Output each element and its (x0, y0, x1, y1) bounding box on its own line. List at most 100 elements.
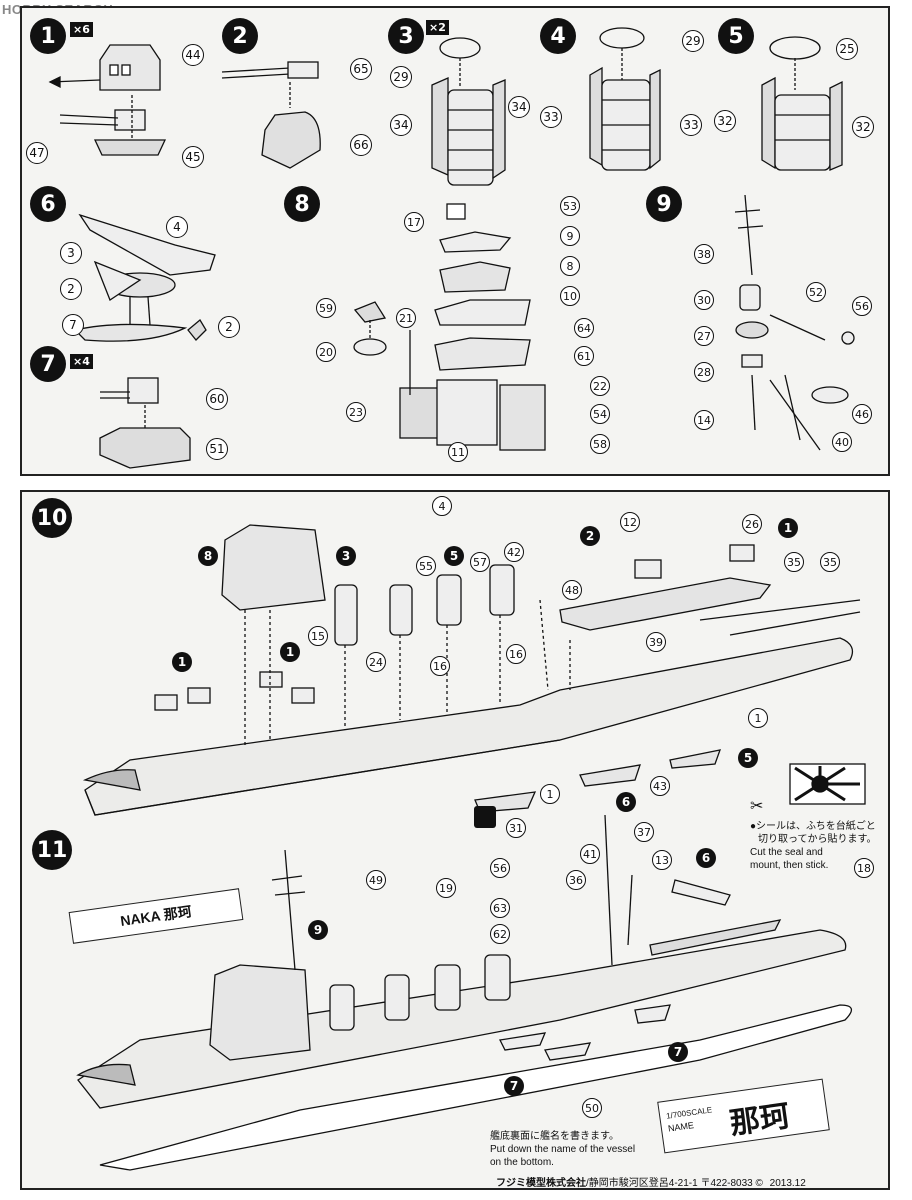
part-callout: 23 (346, 402, 366, 422)
step-3-badge: 3 (388, 18, 424, 54)
part-callout: 34 (390, 114, 412, 136)
step-1-badge: 1 (30, 18, 66, 54)
part-callout: 58 (590, 434, 610, 454)
part-callout: 53 (560, 196, 580, 216)
part-callout: 48 (562, 580, 582, 600)
seal-note-en-1: Cut the seal and (750, 847, 823, 858)
part-callout: 30 (694, 290, 714, 310)
step-4-badge: 4 (540, 18, 576, 54)
part-callout: 65 (350, 58, 372, 80)
part-callout: 32 (714, 110, 736, 132)
part-callout: 19 (436, 878, 456, 898)
bottom-note-ja: 艦底裏面に艦名を書きます。 (490, 1131, 619, 1142)
part-callout: 3 (60, 242, 82, 264)
part-callout: 20 (316, 342, 336, 362)
part-callout: 1 (540, 784, 560, 804)
step-ref-badge: 1 (280, 642, 300, 662)
part-callout: 38 (694, 244, 714, 264)
part-callout: 63 (490, 898, 510, 918)
part-callout: 29 (390, 66, 412, 88)
step-ref-badge: 5 (444, 546, 464, 566)
part-callout: 2 (218, 316, 240, 338)
footer-date: 2013.12 (769, 1178, 806, 1189)
part-callout: 55 (416, 556, 436, 576)
part-callout: 60 (206, 388, 228, 410)
name-plate-scale: 1/700SCALE (665, 1105, 713, 1121)
footer-address: /静岡市駿河区登呂4-21-1 〒422-8033 © (586, 1178, 763, 1189)
step-ref-badge: 8 (198, 546, 218, 566)
part-callout: 46 (852, 404, 872, 424)
hull-step10 (84, 637, 854, 816)
part-callout: 50 (582, 1098, 602, 1118)
gun-mount-drawing (221, 61, 321, 169)
scissors-icon: ✂ (750, 798, 764, 815)
step-2-badge: 2 (222, 18, 258, 54)
step-6-badge: 6 (30, 186, 66, 222)
turret-drawing (48, 44, 167, 156)
part-callout: 27 (694, 326, 714, 346)
seal-note-ja-2: 切り取ってから貼ります。 (758, 834, 877, 845)
part-callout: 9 (560, 226, 580, 246)
step-5-badge: 5 (718, 18, 754, 54)
part-callout: 59 (316, 298, 336, 318)
seal-note-ja-1: ●シールは、ふちを台紙ごと (750, 821, 876, 832)
funnel-5-drawing (761, 36, 843, 171)
bottom-note-en-1: Put down the name of the vessel (490, 1144, 636, 1155)
step-ref-badge: 2 (580, 526, 600, 546)
part-callout: 49 (366, 870, 386, 890)
part-callout: 13 (652, 850, 672, 870)
seal-icon (474, 806, 496, 828)
part-callout: 2 (60, 278, 82, 300)
step-11-badge: 11 (32, 830, 72, 870)
step-1-multiplier: ×6 (70, 22, 93, 37)
part-callout: 18 (854, 858, 874, 878)
footer: フジミ模型株式会社/静岡市駿河区登呂4-21-1 〒422-8033 © 201… (496, 1174, 806, 1189)
step-ref-badge: 1 (172, 652, 192, 672)
hull-step11 (77, 929, 847, 1109)
part-callout: 35 (820, 552, 840, 572)
part-callout: 17 (404, 212, 424, 232)
funnel-4-drawing (589, 27, 661, 171)
part-callout: 52 (806, 282, 826, 302)
part-callout: 12 (620, 512, 640, 532)
part-callout: 33 (680, 114, 702, 136)
part-callout: 14 (694, 410, 714, 430)
bridge-assembly-drawing (353, 203, 546, 451)
floatplane-drawing (73, 213, 216, 342)
part-callout: 7 (62, 314, 84, 336)
part-callout: 34 (508, 96, 530, 118)
part-callout: 25 (836, 38, 858, 60)
part-callout: 43 (650, 776, 670, 796)
part-callout: 36 (566, 870, 586, 890)
step-9-badge: 9 (646, 186, 682, 222)
footer-company: フジミ模型株式会社 (496, 1178, 586, 1189)
part-callout: 54 (590, 404, 610, 424)
step-ref-badge: 7 (668, 1042, 688, 1062)
part-callout: 62 (490, 924, 510, 944)
part-callout: 32 (852, 116, 874, 138)
part-callout: 11 (448, 442, 468, 462)
part-callout: 26 (742, 514, 762, 534)
part-callout: 15 (308, 626, 328, 646)
step-ref-badge: 6 (616, 792, 636, 812)
bottom-name-note: 艦底裏面に艦名を書きます。 Put down the name of the v… (490, 1130, 670, 1169)
part-callout: 56 (852, 296, 872, 316)
name-plate-name: 那珂 (727, 1098, 792, 1142)
part-callout: 1 (748, 708, 768, 728)
step-7-badge: 7 (30, 346, 66, 382)
aa-gun-drawing (99, 377, 191, 469)
step-10-badge: 10 (32, 498, 72, 538)
part-callout: 24 (366, 652, 386, 672)
bottom-note-en-2: on the bottom. (490, 1157, 554, 1168)
step-ref-badge: 7 (504, 1076, 524, 1096)
part-callout: 35 (784, 552, 804, 572)
part-callout: 66 (350, 134, 372, 156)
part-callout: 57 (470, 552, 490, 572)
step-ref-badge: 6 (696, 848, 716, 868)
step-ref-badge: 9 (308, 920, 328, 940)
seal-note-en-2: mount, then stick. (750, 860, 829, 871)
step-ref-badge: 1 (778, 518, 798, 538)
part-callout: 29 (682, 30, 704, 52)
part-callout: 64 (574, 318, 594, 338)
